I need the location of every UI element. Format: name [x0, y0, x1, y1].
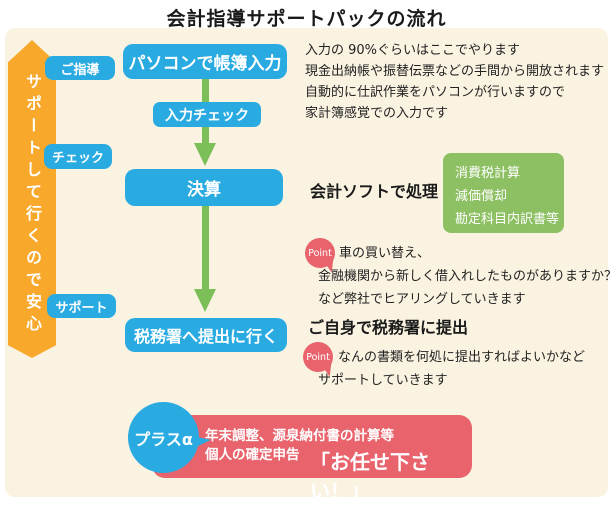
point-bubble-label: Point [306, 351, 330, 363]
stage-label-guidance: ご指導 [45, 56, 115, 80]
stage-label-guidance-text: ご指導 [60, 62, 100, 78]
flow-box-input-check: 入力チェック [153, 102, 261, 127]
point1-line: 金融機関から新しく借入れしたものがありますか？ [318, 269, 613, 284]
point-bubble-icon: Point [303, 342, 338, 377]
stage-label-check-text: チェック [51, 151, 104, 166]
flow-box-pc-entry: パソコンで帳簿入力 [123, 44, 287, 79]
point2-line: なんの書類を何処に提出すればよいかなど [338, 350, 586, 365]
flow-box-settlement: 決算 [125, 169, 283, 206]
plus-alpha-bubble: プラスα [128, 402, 199, 473]
flow-arrow-2-line [202, 206, 209, 289]
support-ribbon-label: サポートして行くので安心 [23, 73, 42, 337]
entrust-emphasis: 「お任せ下さい！」 [310, 450, 430, 503]
flow-box-input-check-text: 入力チェック [165, 107, 249, 124]
input-note-line: 入力の 90%ぐらいはここでやります [305, 43, 521, 58]
software-item: 消費税計算 [455, 166, 521, 181]
stage-label-check: チェック [44, 144, 112, 169]
stage-label-support-text: サポート [55, 300, 108, 316]
input-note: 入力の 90%ぐらいはここでやります 現金出納帳や振替伝票などの手間から開放され… [305, 40, 604, 124]
flow-arrow-2-head-icon [194, 289, 216, 312]
flow-box-tax-office-text: 税務署へ提出に行く [133, 327, 278, 346]
point1-line: 車の買い替え、 [339, 246, 431, 261]
point2-line: サポートしていきます [318, 373, 448, 388]
plus-alpha-bubble-label: プラスα [134, 429, 193, 449]
stage-label-support: サポート [47, 294, 116, 318]
input-note-line: 家計簿感覚での入力です [305, 106, 449, 121]
point-bubble-label: Point [308, 247, 332, 259]
input-note-line: 現金出納帳や振替伝票などの手間から開放されます [305, 64, 605, 79]
flow-box-settlement-text: 決算 [187, 180, 221, 200]
software-heading: 会計ソフトで処理 [310, 182, 439, 201]
input-note-line: 自動的に仕訳作業をパソコンが行いますので [305, 85, 566, 100]
entrust-line: 個人の確定申告 [205, 447, 300, 463]
software-item: 減価償却 [455, 189, 508, 204]
page-title: 会計指導サポートパックの流れ [166, 8, 447, 30]
flow-box-pc-entry-text: パソコンで帳簿入力 [128, 54, 282, 74]
flow-arrow-1-head-icon [194, 143, 216, 166]
point-bubble-icon: Point [305, 238, 340, 273]
software-item: 勘定科目内訳書等 [455, 212, 560, 227]
software-items-box: 消費税計算 減価償却 勘定科目内訳書等 [443, 153, 564, 233]
entrust-banner: 年末調整、源泉納付書の計算等 個人の確定申告 「お任せ下さい！」 [152, 415, 472, 503]
self-submit-heading: ご自身で税務署に提出 [308, 318, 469, 337]
flow-box-tax-office: 税務署へ提出に行く [125, 318, 287, 352]
entrust-line: 年末調整、源泉納付書の計算等 [205, 428, 394, 444]
point1-line: など弊社でヒアリングしていきます [318, 292, 526, 307]
